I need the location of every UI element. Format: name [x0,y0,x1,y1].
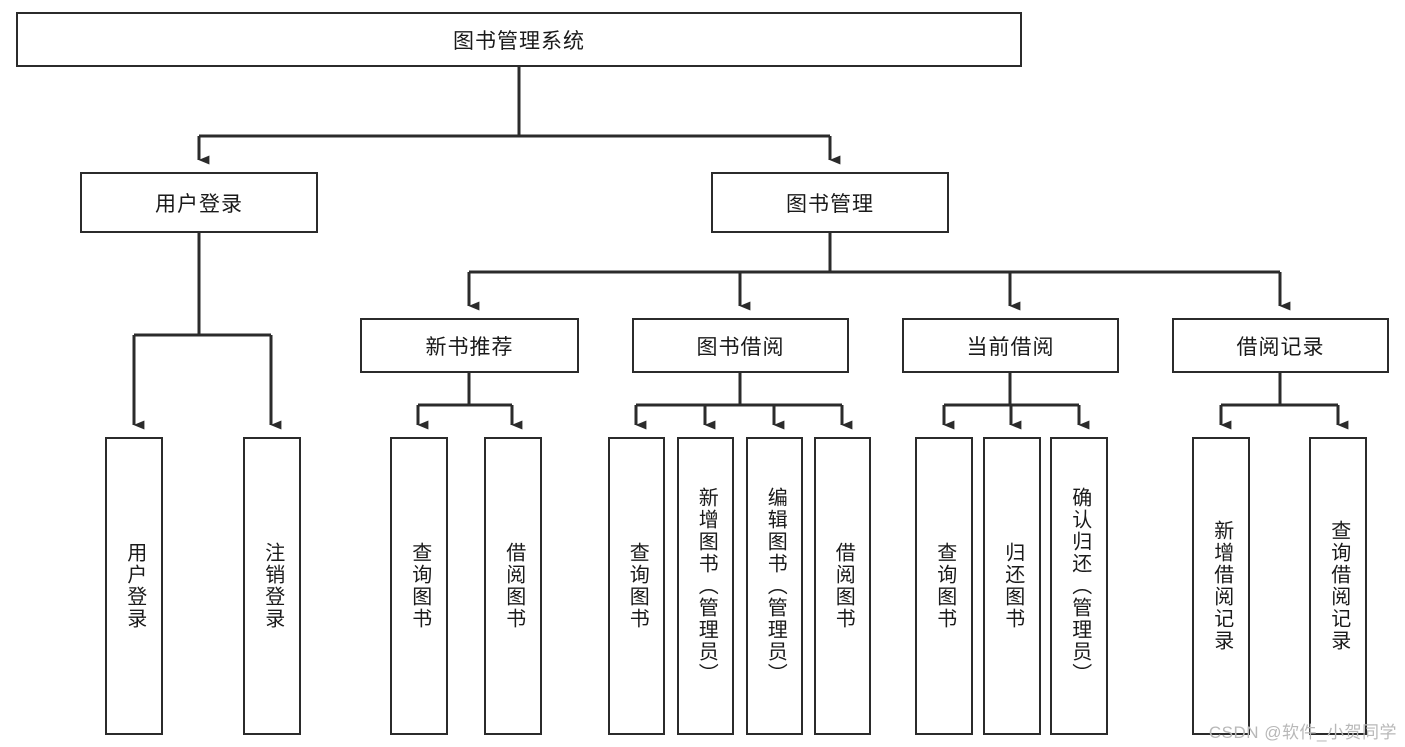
leaf-new-book-borrow[interactable]: 借阅图书 [484,437,542,735]
node-label: 归还图书 [1001,542,1024,630]
node-label: 用户登录 [155,192,243,216]
node-current-borrow[interactable]: 当前借阅 [902,318,1119,373]
node-label: 当前借阅 [966,335,1055,359]
leaf-return-book[interactable]: 归还图书 [983,437,1041,735]
node-book-borrow[interactable]: 图书借阅 [632,318,849,373]
leaf-query-borrow-record[interactable]: 查询借阅记录 [1309,437,1367,735]
leaf-add-book-admin[interactable]: 新增图书（管理员） [677,437,734,735]
node-label: 确认归还（管理员） [1068,487,1091,685]
leaf-borrow-query-book[interactable]: 查询图书 [608,437,665,735]
leaf-new-book-query[interactable]: 查询图书 [390,437,448,735]
leaf-logout[interactable]: 注销登录 [243,437,301,735]
node-label: 查询借阅记录 [1327,520,1350,652]
node-label: 查询图书 [626,542,649,630]
leaf-user-login[interactable]: 用户登录 [105,437,163,735]
node-label: 编辑图书（管理员） [764,487,787,685]
node-borrow-record[interactable]: 借阅记录 [1172,318,1389,373]
leaf-confirm-return-admin[interactable]: 确认归还（管理员） [1050,437,1108,735]
node-label: 新书推荐 [425,335,514,359]
node-label: 查询图书 [933,542,956,630]
leaf-borrow-book[interactable]: 借阅图书 [814,437,871,735]
node-label: 新增借阅记录 [1210,520,1233,652]
leaf-current-query-book[interactable]: 查询图书 [915,437,973,735]
leaf-edit-book-admin[interactable]: 编辑图书（管理员） [746,437,803,735]
node-new-book-recommend[interactable]: 新书推荐 [360,318,579,373]
node-root-book-management-system[interactable]: 图书管理系统 [16,12,1022,67]
node-label: 借阅记录 [1236,335,1325,359]
node-label: 图书借阅 [696,335,785,359]
node-user-login[interactable]: 用户登录 [80,172,318,233]
node-label: 新增图书（管理员） [695,487,718,685]
node-label: 借阅图书 [832,542,855,630]
node-label: 用户登录 [123,542,146,630]
node-label: 注销登录 [261,542,284,630]
node-book-management[interactable]: 图书管理 [711,172,949,233]
node-label: 借阅图书 [502,542,525,630]
node-label: 图书管理系统 [453,29,585,53]
leaf-add-borrow-record[interactable]: 新增借阅记录 [1192,437,1250,735]
node-label: 查询图书 [408,542,431,630]
node-label: 图书管理 [786,192,874,216]
